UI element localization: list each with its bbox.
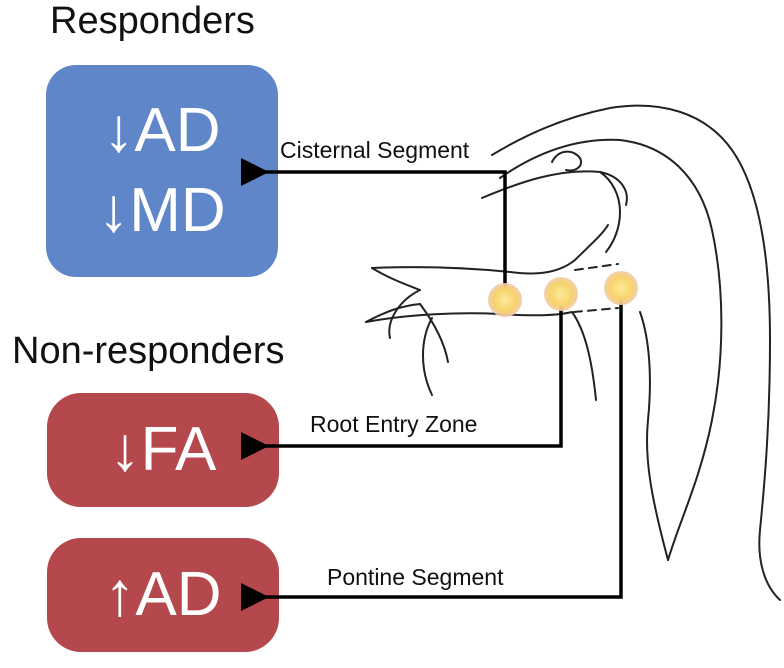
cisternal-segment-label: Cisternal Segment [280, 137, 470, 163]
fa-text: ↓FA [109, 415, 217, 484]
cisternal-arrow [241, 158, 507, 296]
non-responders-fa-box: ↓FA [47, 393, 279, 507]
root-entry-zone-label: Root Entry Zone [310, 411, 477, 437]
cisternal-marker [488, 283, 522, 317]
nerve-branch-2 [365, 303, 421, 323]
nerve-branch-4 [419, 303, 449, 363]
non-responders-ad-box: ↑AD [47, 538, 279, 652]
nerve-root-lower [365, 311, 573, 323]
root-entry-arrow [241, 294, 563, 460]
root-dashed-upper [574, 263, 619, 271]
root-dashed-lower [573, 307, 619, 313]
ad-text: ↑AD [104, 560, 222, 629]
brainstem-outline [365, 104, 781, 601]
segment-markers [488, 271, 638, 317]
responders-box: ↓AD ↓MD [46, 65, 278, 277]
outer-contour [491, 104, 781, 601]
upper-fold [481, 170, 628, 206]
connectors [241, 158, 623, 611]
ventral-curve [639, 311, 669, 561]
inner-contour [499, 138, 723, 561]
responders-ad-text: ↓AD [103, 96, 221, 165]
responders-md-text: ↓MD [98, 176, 226, 245]
nerve-root-upper [371, 224, 609, 275]
non-responders-heading: Non-responders [12, 330, 285, 372]
pons-curve [422, 317, 433, 396]
nerve-branch-1 [371, 267, 421, 291]
pontine-segment-label: Pontine Segment [327, 564, 504, 590]
pontine-marker [604, 271, 638, 305]
vessel-line [571, 311, 597, 401]
fold-ring [551, 150, 582, 172]
notch [599, 171, 621, 253]
pontine-arrow [241, 290, 623, 611]
nerve-branch-3 [388, 289, 421, 339]
root-entry-marker [544, 277, 578, 311]
responders-heading: Responders [50, 0, 255, 42]
